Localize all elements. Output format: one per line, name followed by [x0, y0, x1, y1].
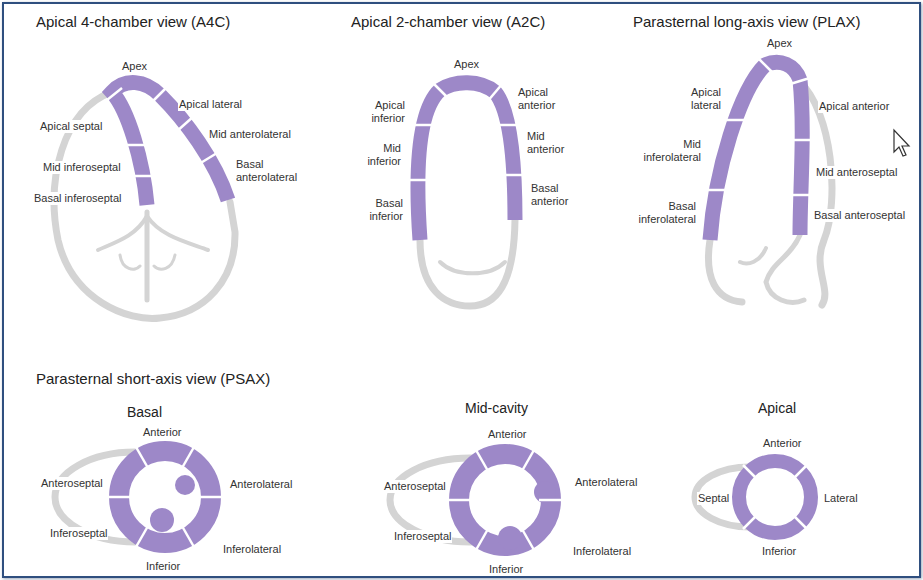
- segment-label: Inferior: [145, 560, 181, 573]
- segment-label: Basal inferoseptal: [33, 192, 122, 205]
- segment-label: Inferior: [488, 563, 524, 576]
- segment-label: Mid anteroseptal: [815, 166, 898, 179]
- segment-label: Apex: [766, 37, 793, 50]
- segment-label: Apical septal: [39, 120, 103, 133]
- segment-label: Inferolateral: [572, 545, 632, 558]
- segment-label: Apex: [121, 60, 148, 73]
- segment-label: Basal anteroseptal: [813, 209, 906, 222]
- segment-label: Basal inferior: [354, 197, 404, 222]
- segment-label: Anterolateral: [574, 476, 638, 489]
- view-title: Parasternal short-axis view (PSAX): [35, 370, 271, 387]
- segment-label: Apical anterior: [517, 86, 567, 111]
- section-label: Apical: [757, 400, 797, 416]
- section-label: Basal: [126, 404, 163, 420]
- segment-label: Anterior: [487, 428, 528, 441]
- view-title: Apical 4-chamber view (A4C): [35, 13, 231, 30]
- segment-label: Anterolateral: [229, 478, 293, 491]
- view-title: Parasternal long-axis view (PLAX): [632, 13, 862, 30]
- segment-label: Apical inferior: [356, 99, 406, 124]
- segment-label: Inferolateral: [222, 543, 282, 556]
- segment-label: Mid inferoseptal: [42, 161, 122, 174]
- segment-label: Apical lateral: [672, 86, 722, 111]
- segment-label: Inferoseptal: [49, 527, 108, 540]
- section-label: Mid-cavity: [464, 400, 529, 416]
- segment-label: Anterior: [142, 426, 183, 439]
- segment-label: Basal inferolateral: [629, 200, 697, 225]
- segment-label: Apex: [453, 58, 480, 71]
- segment-label: Apical lateral: [178, 98, 243, 111]
- segment-label: Basal anterior: [530, 182, 580, 207]
- segment-label: Anterior: [762, 437, 803, 450]
- segment-label: Mid anterior: [526, 130, 576, 155]
- segment-label: Inferior: [761, 545, 797, 558]
- segment-label: Apical anterior: [818, 100, 890, 113]
- segment-label: Mid anterolateral: [208, 128, 292, 141]
- segment-label: Mid inferolateral: [634, 138, 702, 163]
- view-title: Apical 2-chamber view (A2C): [350, 13, 546, 30]
- segment-label: Septal: [697, 492, 730, 505]
- segment-label: Anteroseptal: [383, 480, 447, 493]
- segment-label: Inferoseptal: [393, 530, 452, 543]
- mouse-cursor: [894, 130, 909, 156]
- segment-label: Mid inferior: [352, 142, 402, 167]
- segment-label: Anteroseptal: [40, 477, 104, 490]
- segment-label: Lateral: [823, 492, 859, 505]
- segment-label: Basal anterolateral: [235, 158, 307, 183]
